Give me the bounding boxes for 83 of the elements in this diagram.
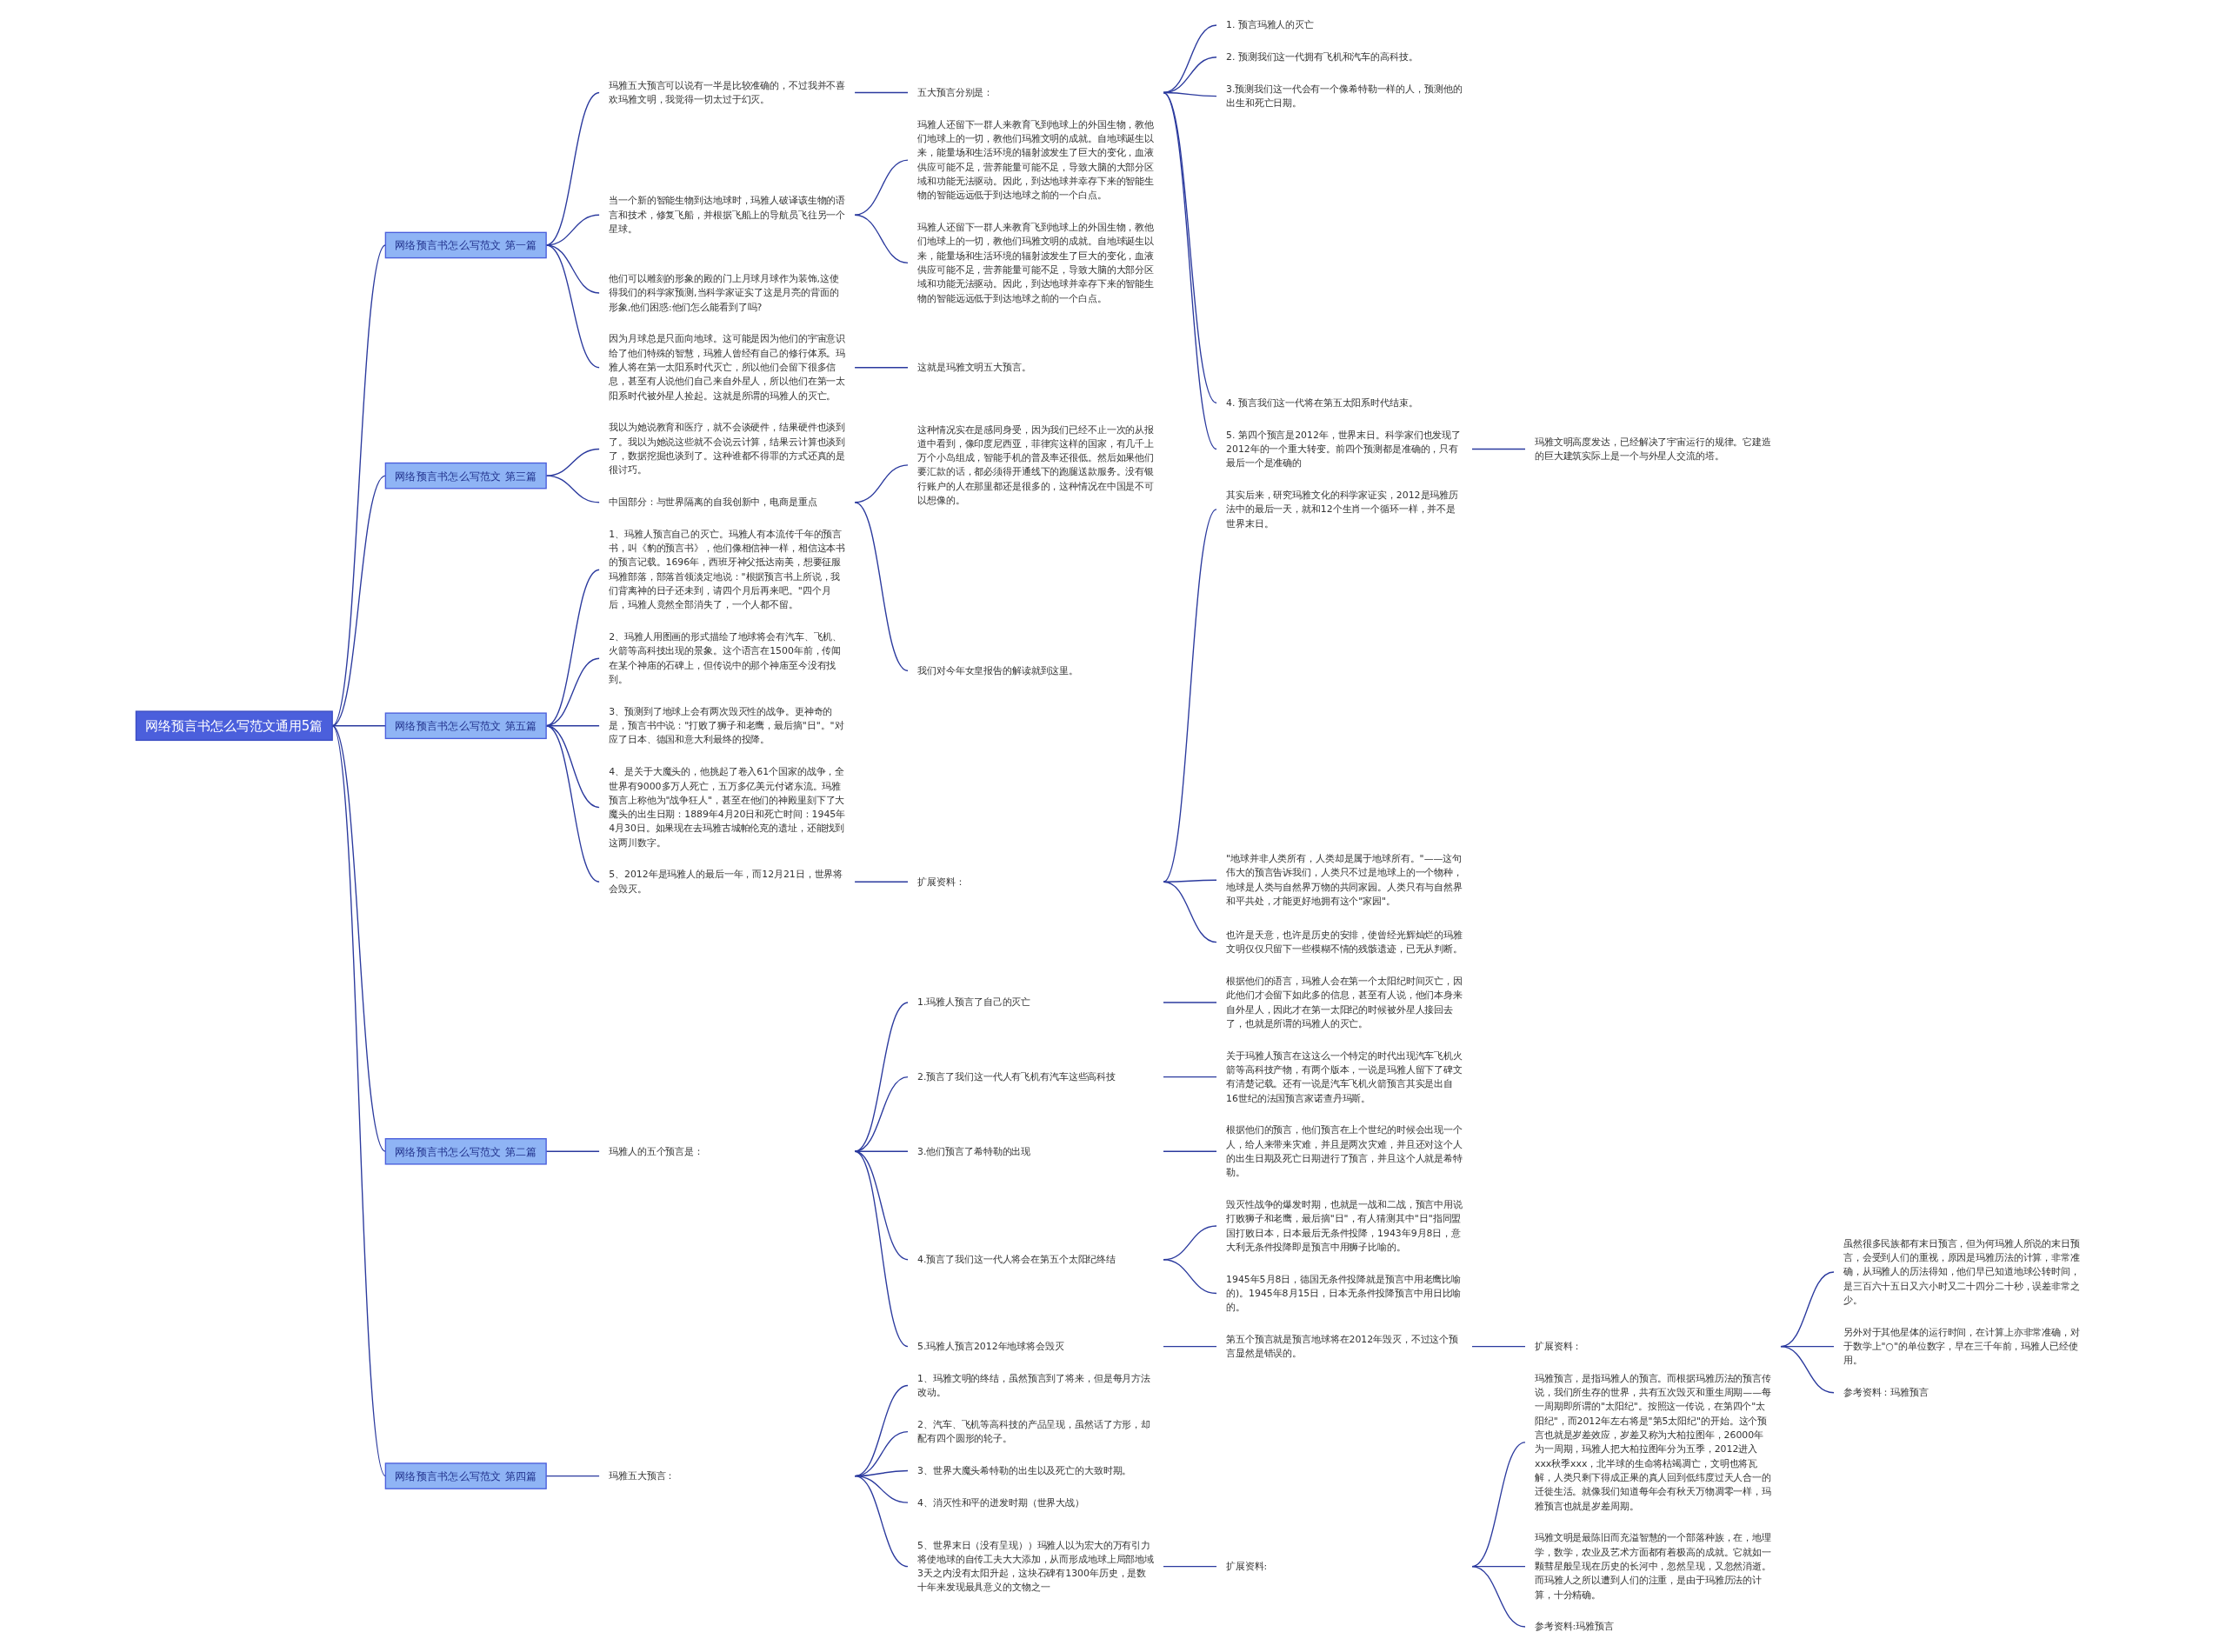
node-text: 2、玛雅人用图画的形式描绘了地球将会有汽车、飞机、火箭等高科技出现的景象。这个语言在1500年前，传闻在某个神庙的石碑上，但传说中的那个神庙至今没有找到。 xyxy=(609,630,843,685)
node-text: 虽然很多民族都有末日预言，但为何玛雅人所说的末日预言，会受到人们的重视，原因是玛雅历法的计算，非常准确，从玛雅人的历法得知，他们早已知道地球公转时间，是三百六十五日又六小时又二十四分二十秒，误差非常之少。 xyxy=(1843,1237,2081,1306)
node-box: 网络预言书怎么写范文 第四篇 xyxy=(385,1462,548,1489)
node-text: 其实后来，研究玛雅文化的科学家证实，2012是玛雅历法中的最后一天，就和12个生肖一个循环一样，并不是世界末日。 xyxy=(1226,489,1459,530)
node-text: 参考资料:玛雅预言 xyxy=(1535,1621,1615,1633)
connector xyxy=(854,367,910,369)
node-box: 网络预言书怎么写范文 第二篇 xyxy=(385,1138,548,1165)
node-text: 5、世界末日（没有呈现））玛雅人以为宏大的万有引力将使地球的自传工夫大大添加，从而形成地球上局部地域3天之内没有太阳升起，这块石碑有1300年历史，是数十年来发现最具意义的文物之一 xyxy=(917,1539,1155,1594)
node-text: 根据他们的预言，他们预言在上个世纪的时候会出现一个人，给人来带来灾难，并且是两次灾难，并且还对这个人的出生日期及死亡日期进行了预言，并且这个人就是希特勒。 xyxy=(1226,1124,1463,1178)
node-text: "地球并非人类所有，人类却是属于地球所有。"——这句伟大的预言告诉我们，人类只不过是地球上的一个物种，地球是人类与自然界万物的共同家园。人类只有与自然界和平共处，才能更好地拥有这个"家园"。 xyxy=(1226,852,1463,907)
connector xyxy=(1780,1346,1836,1394)
connector xyxy=(854,1002,910,1152)
node-box: 网络预言书怎么写范文 第五篇 xyxy=(385,712,548,740)
node-text: 玛雅人还留下一群人来教育飞到地球上的外国生物，教他们地球上的一切，教他们玛雅文明的成就。自地球诞生以来，能量场和生活环境的辐射波发生了巨大的变化，血液供应可能不足，营养能量可能不足，导致大脑的大部分区域和功能无法驱动。因此，到达地球并幸存下来的智能生物的智能远远低于到达地球之前的一个白点。 xyxy=(917,118,1155,201)
node-text: 5.玛雅人预言2012年地球将会毁灭 xyxy=(917,1340,1065,1352)
node-text: 3.预测我们这一代会有一个像希特勒一样的人，预测他的出生和死亡日期。 xyxy=(1226,83,1463,109)
node-text: 扩展资料： xyxy=(1535,1340,1583,1352)
node-text: 1.玛雅人预言了自己的灭亡 xyxy=(917,996,1031,1009)
node-text: 扩展资料： xyxy=(917,876,965,888)
connector xyxy=(1163,1002,1218,1003)
node-box: 网络预言书怎么写范文通用5篇 xyxy=(136,710,334,742)
connector xyxy=(1471,1442,1527,1568)
node-text: 扩展资料: xyxy=(1226,1560,1268,1572)
node-text: 当一个新的智能生物到达地球时，玛雅人破译该生物的语言和技术，修复飞船，并根据飞船上的导航员飞往另一个星球。 xyxy=(609,195,846,235)
node-text: 1、玛雅人预言自己的灭亡。玛雅人有本流传千年的预言书，叫《豹的预言书》，他们像相信神一样，相信这本书的预言记载。1696年，西班牙神父抵达南美，想要征服玛雅部落，部落首领淡定地说："根据预言书上所说，我们背离神的日子还未到，请四个月后再来吧。"四个月后，玛雅人竟然全部消失了，一个人都不留。 xyxy=(609,528,846,611)
connector xyxy=(1471,1346,1527,1348)
node-text: 参考资料：玛雅预言 xyxy=(1843,1386,1929,1398)
connector xyxy=(854,91,910,94)
connector xyxy=(1471,1565,1527,1628)
node-text: 我们对今年女皇报告的解读就到这里。 xyxy=(917,664,1079,676)
connector xyxy=(854,881,910,883)
connector xyxy=(1163,91,1218,97)
node-text: 1、玛雅文明的终结，虽然预言到了将来，但是每月方法改动。 xyxy=(917,1372,1151,1398)
node-text: 2、汽车、飞机等高科技的产品呈现，虽然话了方形，却配有四个圆形的轮子。 xyxy=(917,1418,1151,1444)
connector xyxy=(854,1150,910,1348)
node-text: 4.预言了我们这一代人将会在第五个太阳纪终结 xyxy=(917,1253,1116,1265)
connector xyxy=(1471,448,1527,450)
connector xyxy=(1163,1565,1218,1568)
node-text: 五大预言分别是： xyxy=(917,86,994,98)
node-text: 玛雅文明是最陈旧而充溢智慧的一个部落种族，在，地理学，数学，农业及艺术方面都有着极高的成就。它就如一颗彗星般呈现在历史的长河中，忽然呈现，又忽然消逝。而玛雅人之所以遭到人们的注重，是由于玛雅历法的计算，十分精确。 xyxy=(1535,1532,1772,1601)
connector xyxy=(854,159,910,216)
node-text: 5. 第四个预言是2012年，世界末日。科学家们也发现了2012年的一个重大转变。前四个预测都是准确的，只有最后一个是准确的 xyxy=(1226,429,1462,469)
node-text: 关于玛雅人预言在这这么一个特定的时代出现汽车飞机火箭等高科技产物，有两个版本，一说是玛雅人留下了碑文有清楚记载。还有一说是汽车飞机火箭预言其实是出自16世纪的法国预言家诺查丹玛斯。 xyxy=(1226,1049,1463,1104)
node-text: 这就是玛雅文明五大预言。 xyxy=(917,361,1032,373)
node-text: 因为月球总是只面向地球。这可能是因为他们的宇宙意识给了他们特殊的智慧，玛雅人曾经有自己的修行体系。玛雅人将在第一太阳系时代灭亡，所以他们会留下很多信息，甚至有人说他们自己来自外星人，所以他们在第一太阳系时代被外星人捡起。这就是所谓的玛雅人的灭亡。 xyxy=(609,333,846,402)
node-text: 毁灭性战争的爆发时期，也就是一战和二战，预言中用说打败狮子和老鹰，最后摘"日"，有人猜测其中"日"指同盟国打败日本，日本最后无条件投降，1943年9月8日，意大利无条件投降即是预言中用狮子比喻的。 xyxy=(1226,1198,1463,1253)
node-text: 中国部分：与世界隔离的自我创新中，电商是重点 xyxy=(609,496,817,508)
node-text: 2.预言了我们这一代人有飞机有汽车这些高科技 xyxy=(917,1070,1116,1082)
connector xyxy=(1163,1259,1218,1295)
node-box: 网络预言书怎么写范文 第一篇 xyxy=(385,231,548,259)
node-text: 3.他们预言了希特勒的出现 xyxy=(917,1145,1031,1157)
connector xyxy=(1163,24,1218,94)
node-text: 玛雅五大预言： xyxy=(609,1469,676,1482)
node-text: 我以为她说教育和医疗，就不会谈硬件，结果硬件也谈到了。我以为她说这些就不会说云计算，结果云计算也谈到了，数据挖掘也谈到了。这种谁都不得罪的方式还真的是很讨巧。 xyxy=(609,422,846,476)
connector xyxy=(1163,1076,1218,1078)
node-text: 3、世界大魔头希特勒的出生以及死亡的大致时期。 xyxy=(917,1464,1132,1476)
node-text: 玛雅文明高度发达，已经解决了宇宙运行的规律。它建造的巨大建筑实际上是一个与外星人交流的塔。 xyxy=(1535,436,1772,462)
connector xyxy=(1163,881,1218,943)
node-text: 4. 预言我们这一代将在第五太阳系时代结束。 xyxy=(1226,396,1418,409)
node-text: 这种情况实在是感同身受，因为我们已经不止一次的从报道中看到，像印度尼西亚，菲律宾这样的国家，有几千上万个小岛组成，智能手机的普及率还很低。然后如果他们要汇款的话，都必须得开通线下的跑腿送款服务。没有银行账户的人在那里都还是很多的，这种情况在中国是不可以想像的。 xyxy=(917,423,1155,506)
node-text: 第五个预言就是预言地球将在2012年毁灭，不过这个预言显然是错误的。 xyxy=(1226,1333,1459,1359)
connector xyxy=(1163,1150,1218,1152)
node-text: 玛雅五大预言可以说有一半是比较准确的，不过我并不喜欢玛雅文明，我觉得一切太过于幻灭。 xyxy=(609,79,846,105)
node-text: 4、是关于大魔头的，他挑起了卷入61个国家的战争，全世界有9000多万人死亡，五万多亿美元付诸东流。玛雅预言上称他为"战争狂人"，甚至在他们的神殿里刻下了大魔头的出生日期：1889年4月20日和死亡时间：1945年4月30日。如果现在去玛雅古城帕伦克的遗址，还能找到这两川数字。 xyxy=(609,765,846,849)
node-text: 1945年5月8日，德国无条件投降就是预言中用老鹰比喻的)。1945年8月15日，日本无条件投降预言中用日比喻的。 xyxy=(1226,1273,1462,1313)
node-text: 玛雅人的五个预言是： xyxy=(609,1145,704,1157)
connector xyxy=(1163,509,1218,883)
node-text: 4、消灭性和平的迸发时期（世界大战） xyxy=(917,1496,1085,1509)
connector xyxy=(854,502,910,672)
node-box: 网络预言书怎么写范文 第三篇 xyxy=(385,462,548,490)
node-text: 也许是天意，也许是历史的安排，使曾经光辉灿烂的玛雅文明仅仅只留下一些模糊不情的残骸遗迹，已无从判断。 xyxy=(1226,929,1463,955)
node-text: 另外对于其他星体的运行时间，在计算上亦非常准确，对于数学上"○"的单位数字，早在三千年前，玛雅人已经使用。 xyxy=(1843,1326,2081,1367)
node-text: 1. 预言玛雅人的灭亡 xyxy=(1226,19,1315,31)
connector xyxy=(854,1475,910,1568)
node-text: 根据他们的语言，玛雅人会在第一个太阳纪时间灭亡，因此他们才会留下如此多的信息，甚至有人说，他们本身来自外星人，因此才在第一太阳纪的时候被外星人接回去了，也就是所谓的玛雅人的灭亡。 xyxy=(1226,975,1463,1029)
node-text: 玛雅预言，是指玛雅人的预言。而根据玛雅历法的预言传说，我们所生存的世界，共有五次毁灭和重生周期——每一周期即所谓的"太阳纪"。按照这一传说，在第四个"太阳纪"，而2012年左右将是"第5太阳纪"的开始。这个预言也就是岁差效应，岁差又称为大柏拉图年，26000年为一周期，玛雅人把大柏拉图年分为五季，2012进入xxx秋季xxx，北半球的生命将枯竭凋亡，文明也将瓦解，人类只剩下得成正果的真人回到低纬度过天人合一的迁徙生活。就像我们知道每年会有秋天万物凋零一样，玛雅预言也就是岁差周期。 xyxy=(1535,1372,1772,1512)
connector xyxy=(1163,1346,1218,1348)
node-text: 3、预测到了地球上会有两次毁灭性的战争。更神奇的是，预言书中说："打败了狮子和老鹰，最后摘"日"。"对应了日本、德国和意大利最终的投降。 xyxy=(609,705,844,746)
connector xyxy=(854,214,910,264)
node-text: 玛雅人还留下一群人来教育飞到地球上的外国生物，教他们地球上的一切，教他们玛雅文明的成就。自地球诞生以来，能量场和生活环境的辐射波发生了巨大的变化，血液供应可能不足，营养能量可能不足，导致大脑的大部分区域和功能无法驱动。因此，到达地球并幸存下来的智能生物的智能远远低于到达地球之前的一个白点。 xyxy=(917,221,1155,304)
node-text: 2. 预测我们这一代拥有飞机和汽车的高科技。 xyxy=(1226,50,1418,63)
node-text: 5、2012年是玛雅人的最后一年，而12月21日，世界将会毁灭。 xyxy=(609,869,843,895)
node-text: 他们可以雕刻的形象的殿的门上月球月球作为装饰,这使得我们的科学家预测,当科学家证实了这是月亮的背面的形象,他们困惑:他们怎么能看到了吗? xyxy=(609,272,840,313)
